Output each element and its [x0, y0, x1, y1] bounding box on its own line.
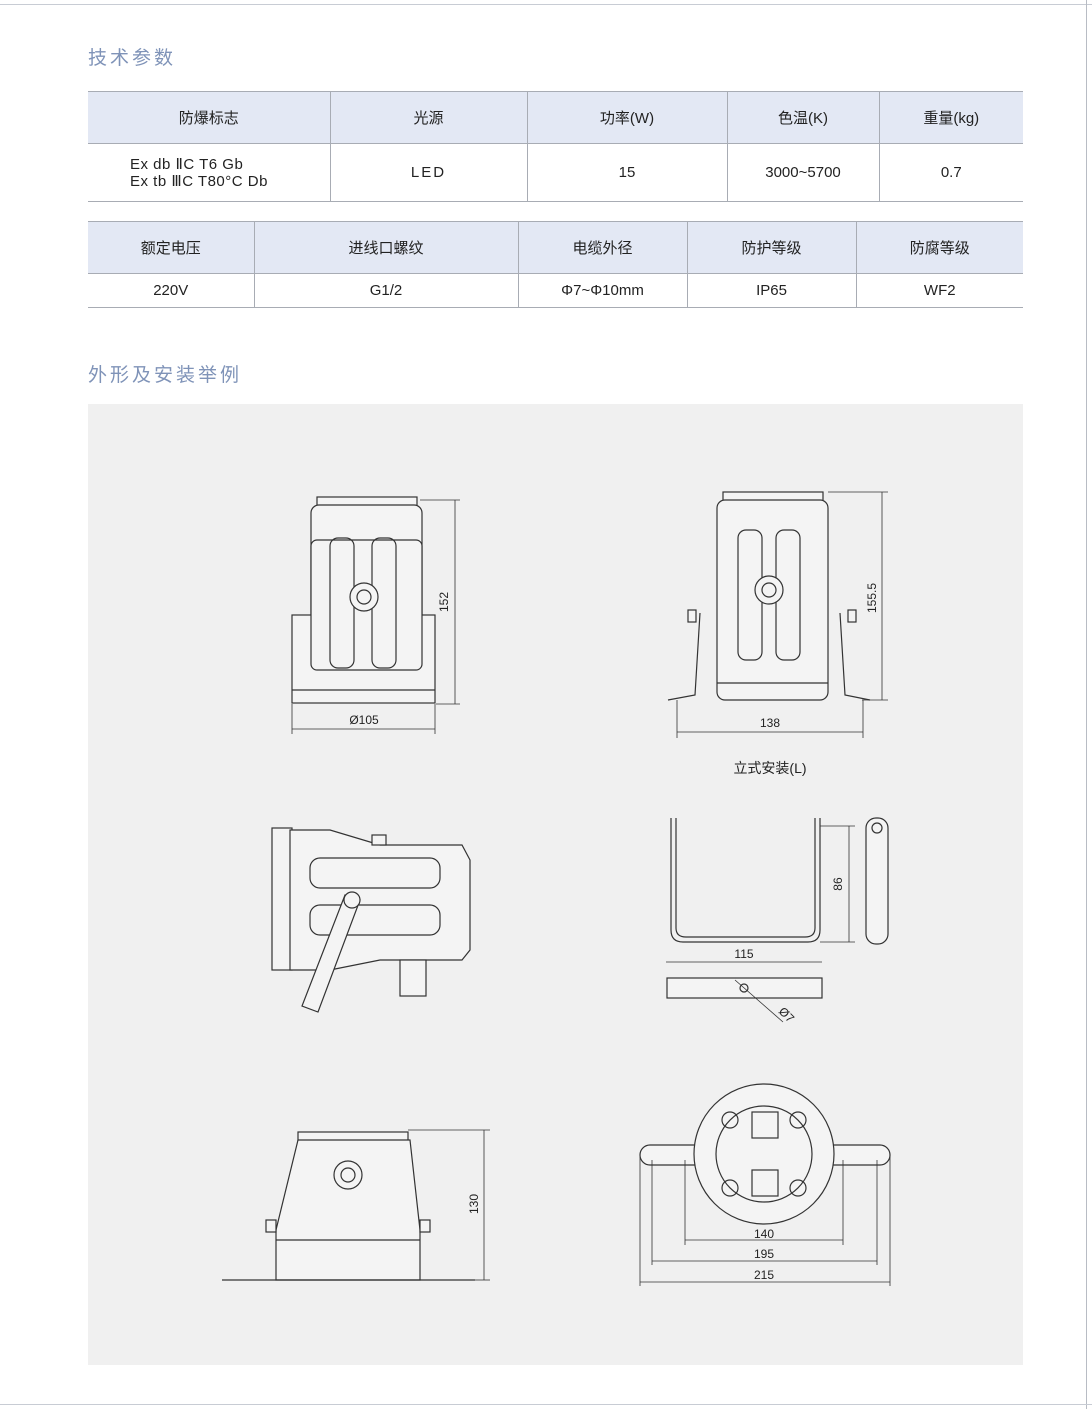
- cell-light-source: LED: [329, 143, 527, 202]
- spec-table-1: 防爆标志 光源 功率(W) 色温(K) 重量(kg) Ex db ⅡC T6 G…: [88, 91, 1023, 202]
- ex-mark-gas: Ex db ⅡC T6 Gb: [130, 155, 244, 173]
- header-light-source: 光源: [329, 91, 527, 144]
- bracket-width-label: 138: [760, 716, 780, 730]
- bracket-part-height-label: 86: [831, 877, 845, 891]
- top-height-label: 130: [467, 1194, 481, 1214]
- bottom-view-drawing: 140 195 215: [639, 1083, 891, 1286]
- bottom-dim-215: 215: [754, 1268, 774, 1282]
- bottom-dim-195: 195: [754, 1247, 774, 1261]
- header-anticorrosion: 防腐等级: [855, 221, 1023, 274]
- page-border-bottom: [0, 1404, 1092, 1405]
- header-voltage: 额定电压: [88, 221, 254, 274]
- header-cct: 色温(K): [726, 91, 879, 144]
- header-power: 功率(W): [526, 91, 727, 144]
- mount-caption: 立式安装(L): [733, 760, 806, 776]
- cell-anticorrosion: WF2: [855, 273, 1023, 308]
- section-title-appearance: 外形及安装举例: [88, 365, 243, 386]
- front-view-drawing: 152 Ø105: [291, 496, 460, 734]
- cell-voltage: 220V: [88, 273, 254, 308]
- cell-thread: G1/2: [253, 273, 518, 308]
- spec-table-2: 额定电压 进线口螺纹 电缆外径 防护等级 防腐等级 220V G1/2 Φ7~Φ…: [88, 221, 1023, 308]
- bracket-part-width-label: 115: [734, 947, 753, 961]
- side-view-drawing: [271, 827, 471, 1013]
- bracket-part-drawing: 86 115 Ø7: [666, 817, 889, 1026]
- ex-mark-dust: Ex tb ⅢC T80°C Db: [130, 172, 268, 190]
- header-weight: 重量(kg): [878, 91, 1023, 144]
- cell-cable-od: Φ7~Φ10mm: [517, 273, 687, 308]
- section-title-tech-params: 技术参数: [88, 48, 177, 69]
- header-thread: 进线口螺纹: [253, 221, 518, 274]
- page-border-top: [0, 4, 1092, 5]
- bracket-hole-label: Ø7: [776, 1004, 797, 1025]
- header-cable-od: 电缆外径: [517, 221, 687, 274]
- front-height-label: 152: [437, 592, 451, 612]
- drawings-panel: 152 Ø105 155.5 138 立式安装(L) 86 115 Ø7 130: [88, 404, 1023, 1365]
- bracket-mount-view-drawing: 155.5 138 立式安装(L): [667, 491, 888, 776]
- bottom-dim-140: 140: [754, 1227, 774, 1241]
- front-diameter-label: Ø105: [349, 713, 379, 727]
- header-ip: 防护等级: [686, 221, 856, 274]
- cell-power: 15: [526, 143, 727, 202]
- cell-weight: 0.7: [878, 143, 1023, 202]
- top-view-drawing: 130: [222, 1129, 490, 1281]
- cell-ip: IP65: [686, 273, 856, 308]
- technical-drawings: 152 Ø105 155.5 138 立式安装(L) 86 115 Ø7 130: [222, 491, 891, 1286]
- bracket-height-label: 155.5: [865, 583, 879, 613]
- page-border-right: [1086, 0, 1087, 1409]
- header-ex-mark: 防爆标志: [88, 91, 330, 144]
- cell-cct: 3000~5700: [726, 143, 879, 202]
